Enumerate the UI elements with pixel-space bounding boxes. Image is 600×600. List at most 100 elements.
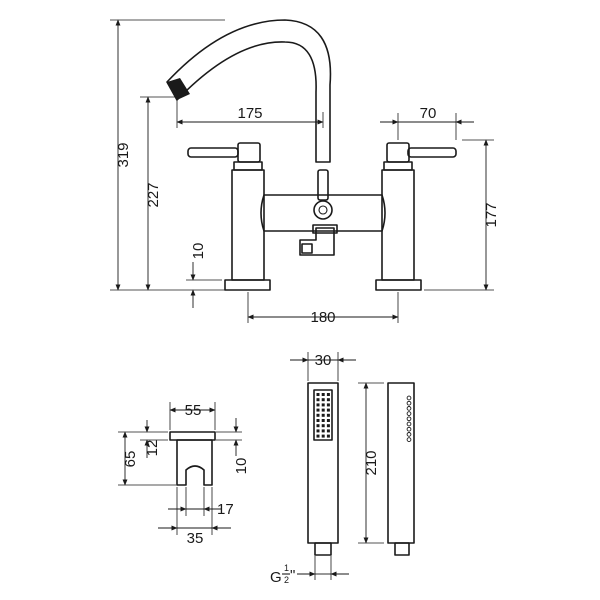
nozzle (316, 413, 320, 417)
nozzle (316, 398, 320, 402)
dim-base-thickness-label: 10 (190, 243, 207, 260)
handset-side (387, 382, 415, 556)
right-lever (407, 147, 457, 158)
nozzle (326, 419, 330, 422)
right-base (375, 279, 422, 291)
nozzle (321, 434, 325, 438)
right-collar (383, 161, 413, 171)
dim-body-height: 177 (424, 139, 500, 291)
spray-nozzles (316, 393, 330, 438)
thread-prefix: G (270, 569, 282, 586)
dim-holder-side-label: 10 (233, 458, 250, 475)
dim-spout-reach-label: 175 (237, 105, 262, 122)
side-nozzle (406, 395, 412, 401)
right-body (381, 169, 415, 281)
dim-holder-side: 10 (216, 418, 250, 474)
dim-handle-width: 70 (380, 105, 474, 140)
bridge (260, 194, 386, 232)
spout-nozzle (167, 78, 190, 100)
left-base (224, 279, 271, 291)
dim-holder-height-label: 65 (122, 451, 139, 468)
side-nozzle (406, 416, 412, 422)
dim-handset-width-label: 30 (315, 352, 332, 369)
dim-holder-top: 12 (140, 420, 168, 458)
nozzle (321, 424, 325, 428)
dim-holder-width: 55 (169, 402, 216, 430)
nozzle (321, 408, 325, 412)
left-body (231, 169, 265, 281)
dim-thread: G 1 2 " (270, 556, 349, 586)
side-nozzle (406, 437, 412, 442)
nozzle (316, 429, 320, 433)
nozzle (316, 424, 320, 428)
nozzle (316, 419, 320, 422)
dim-overall-height-label: 319 (115, 142, 132, 167)
dim-holder-width-label: 55 (185, 402, 202, 419)
side-nozzle (406, 400, 412, 406)
handset-body (307, 382, 339, 544)
nozzle (321, 419, 325, 422)
thread-suffix: " (290, 567, 295, 584)
dim-holder-slot: 17 (168, 487, 234, 518)
nozzle (316, 403, 320, 407)
diverter-knob (317, 169, 329, 201)
dim-handle-width-label: 70 (420, 105, 437, 122)
side-nozzle (406, 432, 412, 437)
dim-holder-slot-label: 17 (217, 501, 234, 518)
side-nozzles (406, 395, 412, 442)
nozzle (316, 434, 320, 438)
diverter-ring (313, 200, 333, 220)
left-collar (233, 161, 263, 171)
dim-holder-top-label: 12 (144, 440, 161, 457)
nozzle (321, 393, 325, 396)
nozzle (321, 429, 325, 433)
nozzle (326, 393, 330, 396)
handset-front (307, 382, 339, 556)
left-handle-hub (237, 142, 261, 163)
dim-spout-height-label: 227 (145, 182, 162, 207)
dim-handset-width: 30 (290, 352, 356, 381)
side-nozzle (406, 406, 412, 411)
dim-spout-reach: 175 (176, 100, 324, 128)
dim-handset-length: 210 (358, 382, 384, 544)
nozzle (321, 413, 325, 417)
dim-centres: 180 (247, 292, 399, 326)
dim-overall-height: 319 (110, 19, 225, 291)
handset-connector (314, 542, 332, 556)
side-nozzle (406, 426, 412, 432)
nozzle (326, 424, 330, 428)
dim-centres-label: 180 (310, 309, 335, 326)
holder-body (176, 439, 213, 486)
nozzle (321, 398, 325, 402)
dim-handset-length-label: 210 (363, 450, 380, 475)
holder-top-plate (169, 431, 216, 441)
thread-denominator: 2 (284, 575, 289, 585)
nozzle (321, 403, 325, 407)
nozzle (316, 393, 320, 396)
nozzle (326, 413, 330, 417)
right-handle-hub (386, 142, 410, 163)
side-nozzle (406, 411, 412, 416)
spray-face (313, 389, 333, 441)
left-lever (187, 147, 239, 158)
dim-holder-height: 65 (118, 431, 176, 486)
nozzle (326, 403, 330, 407)
nozzle (326, 408, 330, 412)
spout (166, 19, 332, 163)
mixer-tap (166, 19, 457, 291)
handset-holder (169, 431, 216, 486)
thread-numerator: 1 (284, 563, 289, 573)
nozzle (326, 429, 330, 433)
dim-base-thickness: 10 (186, 243, 222, 308)
handset-side-connector (394, 542, 410, 556)
dim-body-height-label: 177 (483, 202, 500, 227)
dim-holder-base: 35 (158, 487, 231, 547)
side-nozzle (406, 421, 412, 427)
hose-outlet (299, 227, 335, 256)
dim-spout-height: 227 (140, 96, 175, 291)
nozzle (326, 434, 330, 438)
dim-holder-base-label: 35 (187, 530, 204, 547)
nozzle (316, 408, 320, 412)
nozzle (326, 398, 330, 402)
